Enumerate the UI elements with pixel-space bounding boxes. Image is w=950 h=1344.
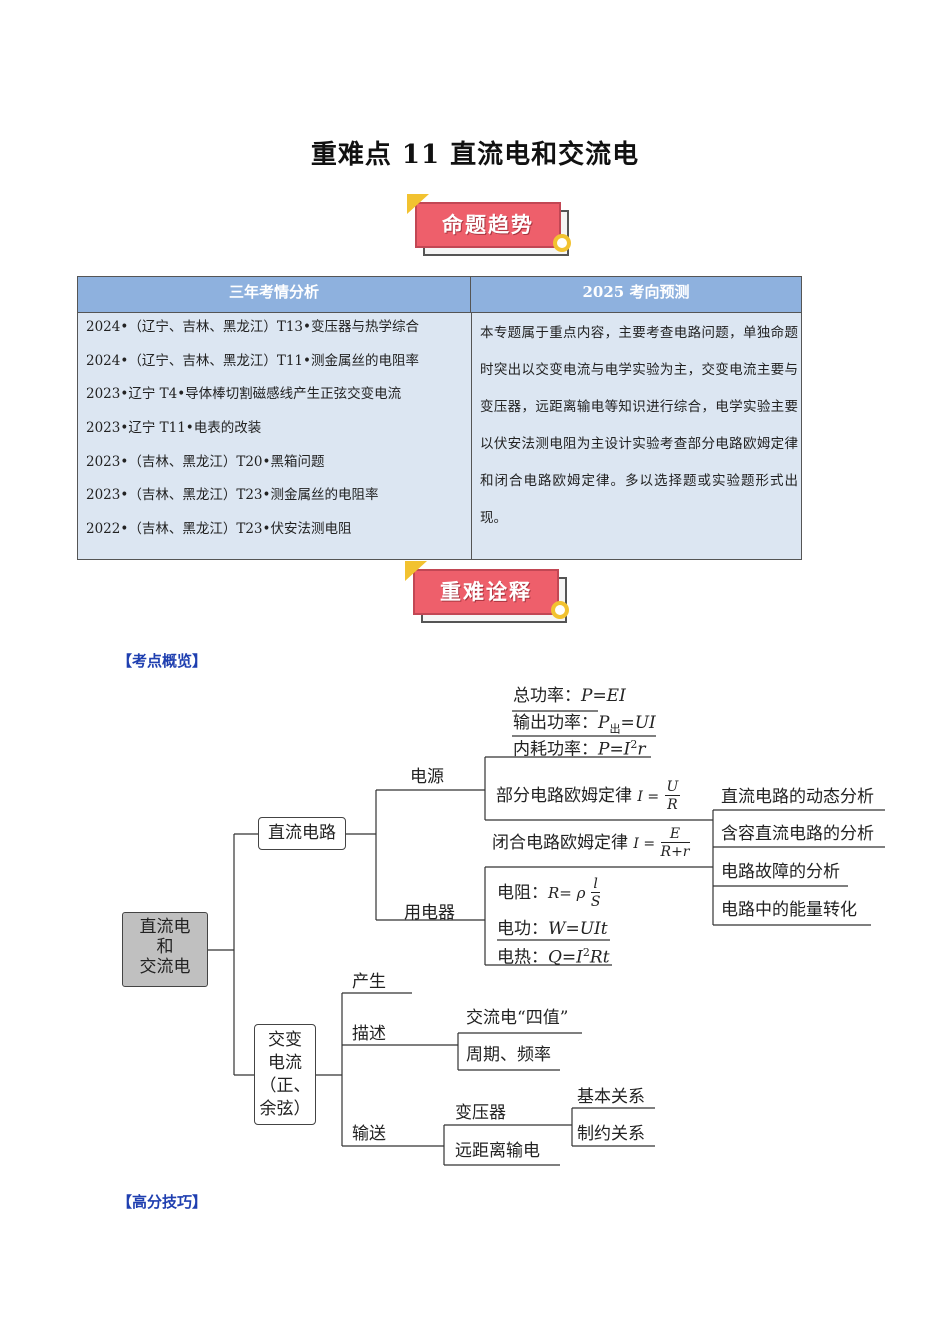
ac-line: 余弦） xyxy=(259,1099,311,1119)
flag-icon xyxy=(405,561,427,581)
list-item: 2023•辽宁 T4•导体棒切割磁感线产生正弦交变电流 xyxy=(86,386,402,403)
formula-sub: 出 xyxy=(609,722,621,736)
banner-explain-label: 重难诠释 xyxy=(440,580,532,604)
formula-exp: 2 xyxy=(630,738,638,751)
section-overview: 【考点概览】 xyxy=(117,652,208,670)
page-title: 重难点 11 直流电和交流电 xyxy=(310,140,640,170)
node-period-frequency: 周期、频率 xyxy=(466,1045,551,1065)
formula-lhs: R= ρ xyxy=(548,884,586,902)
root-line: 和 xyxy=(156,937,174,957)
node-internal-power: 内耗功率：P=I2r xyxy=(513,738,646,760)
denominator: R+r xyxy=(660,844,690,860)
root-line: 直流电 xyxy=(139,917,191,937)
node-generate: 产生 xyxy=(352,972,386,992)
numerator: l xyxy=(590,876,601,893)
label: 输出功率： xyxy=(513,713,598,733)
ring-icon xyxy=(553,234,571,252)
denominator: S xyxy=(590,894,601,910)
node-work: 电功：W=UIt xyxy=(497,919,608,939)
list-item: 2022•（吉林、黑龙江）T23•伏安法测电阻 xyxy=(86,521,352,538)
formula: Q=I xyxy=(548,947,583,968)
list-item: 2024•（辽宁、吉林、黑龙江）T11•测金属丝的电阻率 xyxy=(86,352,419,369)
node-output-power: 输出功率：P出=UI xyxy=(513,713,656,736)
table-header-right: 2025 考向预测 xyxy=(471,277,801,313)
flag-icon xyxy=(407,194,429,214)
denominator: R xyxy=(667,797,678,813)
node-ac-current: 交变 电流 （正、 余弦） xyxy=(254,1024,316,1125)
topic-energy-conversion: 电路中的能量转化 xyxy=(721,900,857,920)
ac-line: 交变 xyxy=(268,1030,302,1050)
list-item: 2023•（吉林、黑龙江）T20•黑箱问题 xyxy=(86,453,325,470)
formula-lhs: I = xyxy=(637,789,660,805)
node-basic-relation: 基本关系 xyxy=(577,1087,645,1107)
mindmap-root: 直流电 和 交流电 xyxy=(122,912,208,987)
ring-icon xyxy=(551,601,569,619)
numerator: E xyxy=(660,826,690,843)
root-line: 交流电 xyxy=(139,957,191,977)
node-power-source: 电源 xyxy=(410,767,444,787)
formula: W=UIt xyxy=(548,919,608,939)
formula: P=EI xyxy=(581,686,626,706)
node-heat: 电热：Q=I2Rt xyxy=(497,946,610,968)
node-long-distance: 远距离输电 xyxy=(455,1141,540,1161)
banner-explain: 重难诠释 xyxy=(405,561,583,631)
banner-trend-label: 命题趋势 xyxy=(442,213,534,237)
concept-mindmap: 直流电 和 交流电 直流电路 电源 总功率：P=EI 输出功率：P出=UI 内耗… xyxy=(0,660,950,1180)
label: 电功： xyxy=(497,919,548,939)
node-four-values: 交流电“四值” xyxy=(466,1008,569,1028)
forecast-text: 本专题属于重点内容，主要考查电路问题，单独命题时突出以交变电流与电学实验为主，交… xyxy=(480,325,798,526)
formula-p: P xyxy=(598,713,610,733)
mindmap-lines xyxy=(207,710,885,1166)
numerator: U xyxy=(664,779,681,796)
list-item: 2023•辽宁 T11•电表的改装 xyxy=(86,420,262,437)
exam-history-list: 2024•（辽宁、吉林、黑龙江）T13•变压器与热学综合 2024•（辽宁、吉林… xyxy=(86,315,466,551)
formula-rest: Rt xyxy=(589,947,610,968)
label: 闭合电路欧姆定律 xyxy=(492,833,628,853)
banner-trend: 命题趋势 xyxy=(407,194,585,264)
ac-line: （正、 xyxy=(259,1076,311,1096)
label: 电阻： xyxy=(497,883,548,903)
topic-capacitor-circuit: 含容直流电路的分析 xyxy=(721,824,874,844)
ac-line: 电流 xyxy=(268,1053,302,1073)
node-transformer: 变压器 xyxy=(455,1103,506,1123)
formula: P=I xyxy=(598,739,631,760)
banner-face: 重难诠释 xyxy=(413,569,559,615)
node-appliance: 用电器 xyxy=(404,903,455,923)
node-dc-circuit: 直流电路 xyxy=(258,817,346,850)
formula-lhs: I = xyxy=(633,836,656,852)
table-divider xyxy=(471,313,472,560)
trend-table: 三年考情分析 2025 考向预测 2024•（辽宁、吉林、黑龙江）T13•变压器… xyxy=(77,276,802,560)
topic-dynamic-analysis: 直流电路的动态分析 xyxy=(721,787,874,807)
formula-rest: =UI xyxy=(620,713,656,733)
banner-face: 命题趋势 xyxy=(415,202,561,248)
node-total-power: 总功率：P=EI xyxy=(513,686,626,706)
node-transmit: 输送 xyxy=(352,1124,386,1144)
label: 内耗功率： xyxy=(513,739,598,760)
node-describe: 描述 xyxy=(352,1024,386,1044)
label: 总功率： xyxy=(513,686,581,706)
table-header-left: 三年考情分析 xyxy=(78,277,471,313)
label: 电热： xyxy=(497,947,548,968)
label: 部分电路欧姆定律 xyxy=(496,786,632,806)
formula-r: r xyxy=(637,739,646,760)
list-item: 2024•（辽宁、吉林、黑龙江）T13•变压器与热学综合 xyxy=(86,319,419,335)
topic-circuit-fault: 电路故障的分析 xyxy=(721,862,840,882)
list-item: 2023•（吉林、黑龙江）T23•测金属丝的电阻率 xyxy=(86,487,379,504)
node-constraint-relation: 制约关系 xyxy=(577,1124,645,1144)
formula-exp: 2 xyxy=(582,946,590,959)
section-tips: 【高分技巧】 xyxy=(117,1193,208,1211)
